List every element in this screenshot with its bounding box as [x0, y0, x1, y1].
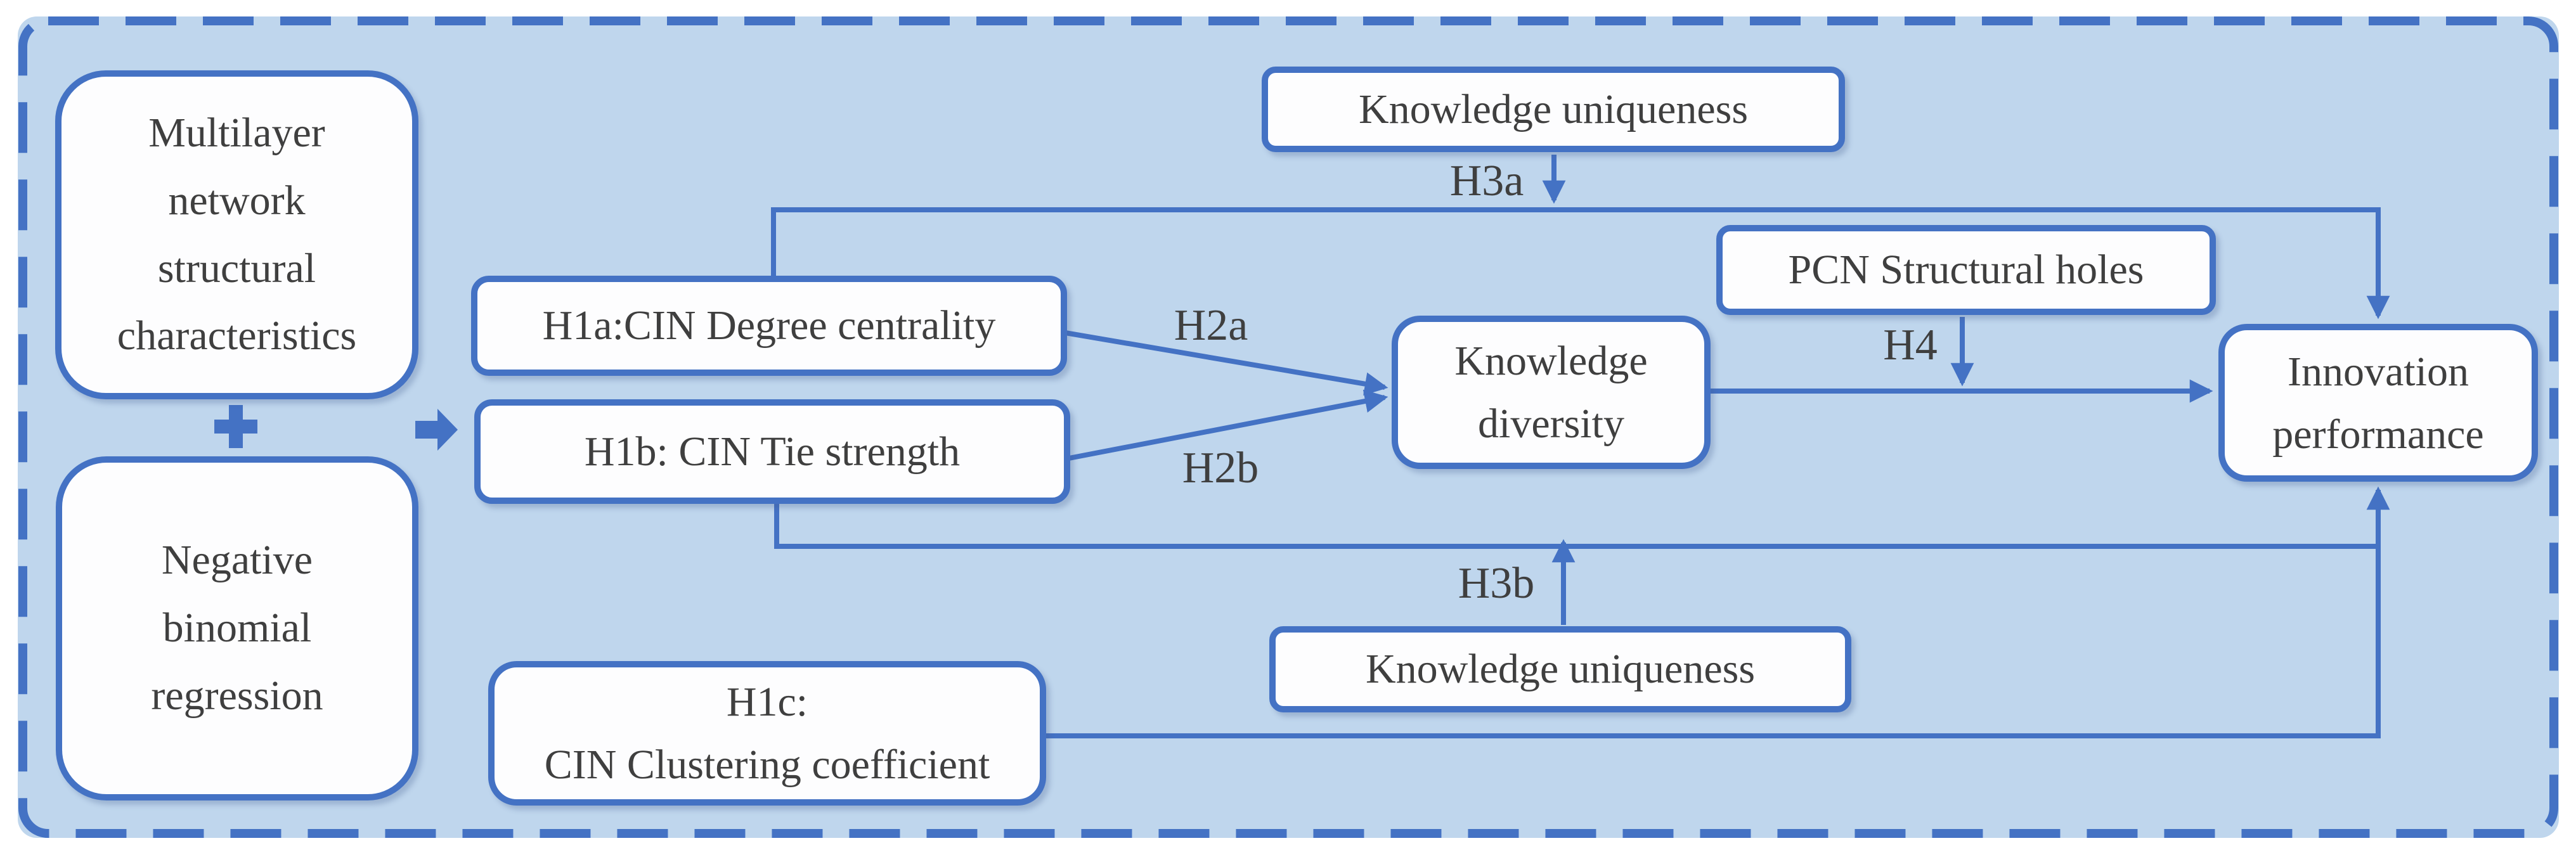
label-h3a: H3a — [1449, 157, 1524, 205]
node-label: Innovation performance — [2272, 348, 2484, 458]
node-label: Knowledge uniqueness — [1358, 86, 1749, 132]
node-label: Knowledge uniqueness — [1365, 646, 1756, 693]
node-multilayer-network: Multilayer network structural characteri… — [55, 70, 418, 399]
node-label: Multilayer network structural characteri… — [117, 109, 357, 359]
edge-group-to-innovation-top — [771, 207, 2390, 319]
node-label: PCN Structural holes — [1788, 247, 2144, 293]
node-h1a-degree-centrality: H1a:CIN Degree centrality — [471, 276, 1067, 376]
label-h3b: H3b — [1458, 559, 1535, 608]
node-knowledge-uniqueness-top: Knowledge uniqueness — [1262, 67, 1845, 152]
node-h1b-tie-strength: H1b: CIN Tie strength — [474, 399, 1070, 504]
label-h2a: H2a — [1174, 301, 1248, 350]
node-pcn-structural-holes: PCN Structural holes — [1716, 225, 2216, 315]
node-knowledge-uniqueness-bottom: Knowledge uniqueness — [1269, 626, 1851, 712]
node-label: H1a:CIN Degree centrality — [542, 302, 996, 349]
node-innovation-performance: Innovation performance — [2218, 324, 2538, 482]
node-knowledge-diversity: Knowledge diversity — [1392, 316, 1711, 469]
arrow-right-icon — [415, 409, 458, 451]
label-h2b: H2b — [1182, 444, 1259, 492]
plus-icon — [214, 405, 257, 448]
node-label: H1b: CIN Tie strength — [584, 428, 961, 475]
node-label: Knowledge diversity — [1454, 338, 1648, 447]
node-negative-binomial-regression: Negative binomial regression — [56, 456, 418, 800]
edge-h1c-to-innovation-bottom — [1045, 486, 2390, 738]
edge-group-to-bottom-rail — [774, 503, 2381, 549]
edge-h2a-arrow — [1065, 330, 1388, 395]
node-label: Negative binomial regression — [151, 537, 323, 719]
edge-h2b-arrow — [1068, 389, 1388, 461]
node-h1c-clustering-coefficient: H1c: CIN Clustering coefficient — [488, 661, 1046, 806]
node-label: H1c: CIN Clustering coefficient — [544, 679, 990, 788]
label-h4: H4 — [1883, 321, 1938, 370]
dashed-border — [18, 16, 2558, 838]
figure-background — [18, 16, 2559, 838]
